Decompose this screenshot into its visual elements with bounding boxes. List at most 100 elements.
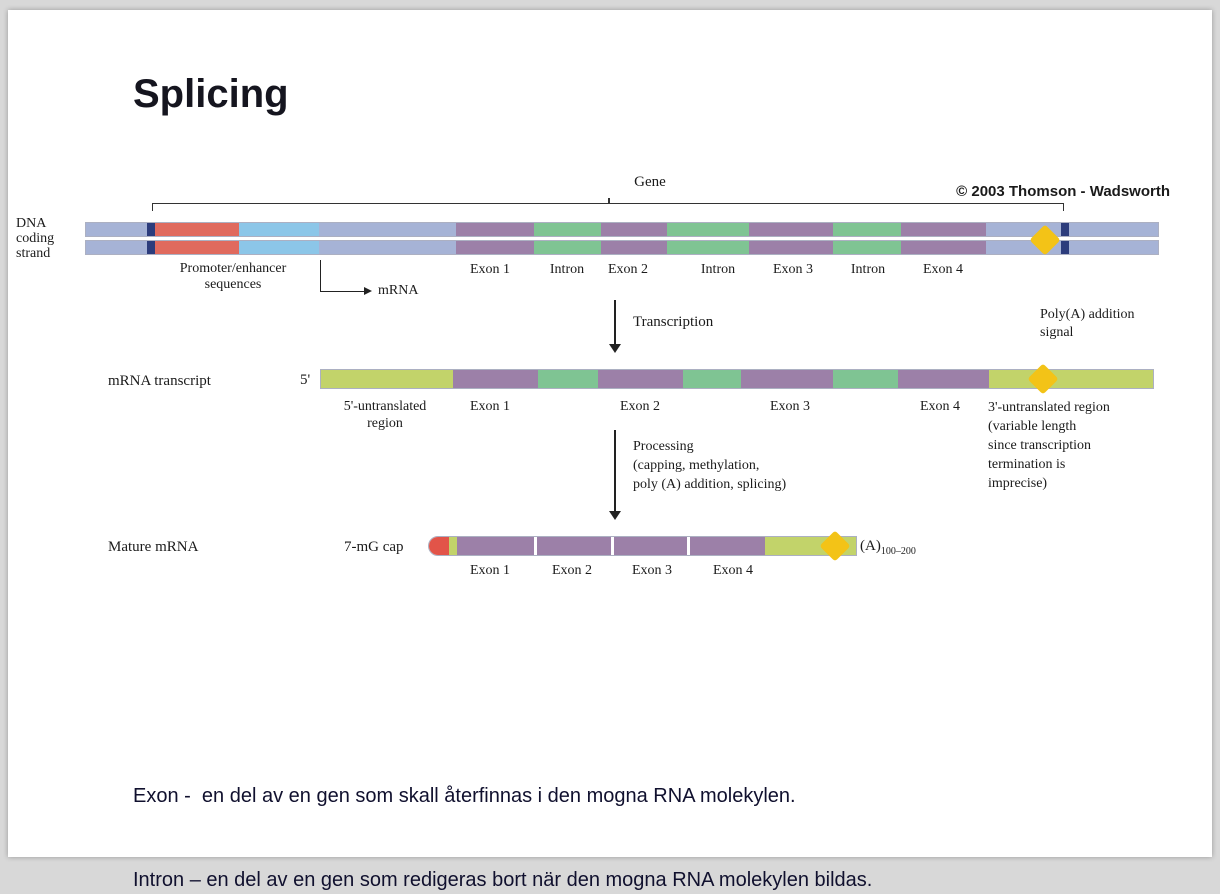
poly-a-tail-text: (A) [860,538,881,554]
strand-segment-white [687,537,690,555]
dna-strand-top [85,222,1159,237]
strand-segment-navy [1061,223,1069,236]
gene-bracket [152,198,1064,211]
strand-segment-exon [901,241,986,254]
strand-segment-exon [601,223,667,236]
strand-segment-intron [833,241,901,254]
strand-segment-backbone [319,223,456,236]
strand-segment-exon [456,241,534,254]
transcript-exon2-label: Exon 2 [619,399,661,414]
strand-segment-navy [147,241,155,254]
promoter-label: Promoter/enhancer sequences [180,261,287,293]
strand-segment-exon [598,370,683,388]
dna-double-strand [85,222,1159,255]
strand-segment-exon [741,370,833,388]
utr3-label-line: imprecise) [988,476,1048,491]
strand-segment-navy [147,223,155,236]
strand-segment-intron [534,223,601,236]
transcript-exon3-label: Exon 3 [769,399,811,414]
dna-strand-label: DNA coding strand [16,216,54,261]
promoter-label-line: Promoter/enhancer [179,261,287,276]
utr5-label-line: region [367,416,403,431]
utr3-label-line: since transcription [988,438,1092,453]
strand-segment-utr [321,370,453,388]
strand-segment-exon [614,537,687,555]
dna-strand-label-line: DNA [16,216,47,231]
strand-segment-backbone [86,241,147,254]
strand-segment-exon [749,241,833,254]
strand-segment-intron [667,241,749,254]
five-prime-label: 5' [300,372,311,388]
transcript-exon1-label: Exon 1 [469,399,511,414]
dna-intron-label: Intron [549,262,585,277]
promoter-label-line: sequences [204,277,262,292]
dna-exon1-label: Exon 1 [469,262,511,277]
utr3-label-line: 3'-untranslated region [988,400,1110,415]
mrna-pointer-arrow-icon [364,287,372,295]
strand-segment-exon [453,370,538,388]
transcription-label: Transcription [633,314,714,330]
utr5-label: 5'-untranslated region [344,398,427,432]
transcript-exon4-label: Exon 4 [919,399,961,414]
transcription-arrow [614,300,616,345]
intron-definition: Intron – en del av en gen som redigeras … [133,869,873,891]
strand-segment-exon [457,537,534,555]
mature-exon1-label: Exon 1 [469,563,511,578]
poly-a-signal-label: Poly(A) addition signal [1040,306,1135,342]
mrna-pointer-label: mRNA [378,283,419,298]
processing-label-line: (capping, methylation, [633,458,760,473]
strand-segment-promoter [155,241,239,254]
processing-label: Processing (capping, methylation, poly (… [633,437,786,494]
gene-bracket-nub [608,198,610,204]
poly-a-tail-subscript: 100–200 [880,546,916,557]
cap-label: 7-mG cap [344,539,404,555]
strand-segment-white [611,537,614,555]
strand-segment-exon [901,223,986,236]
poly-a-tail-label: (A)100–200 [860,538,916,560]
processing-arrowhead-icon [609,511,621,520]
strand-segment-intron [833,370,898,388]
dna-exon3-label: Exon 3 [772,262,814,277]
strand-segment-exon [749,223,833,236]
mature-mrna-bar [428,536,857,556]
copyright-text: © 2003 Thomson - Wadsworth [956,183,1170,200]
processing-label-line: Processing [633,439,694,454]
mature-exon4-label: Exon 4 [712,563,754,578]
strand-segment-enhancer [239,223,319,236]
page-title: Splicing [133,72,289,116]
strand-segment-enhancer [239,241,319,254]
strand-segment-intron [683,370,741,388]
strand-segment-exon [690,537,765,555]
strand-segment-utr [449,537,457,555]
strand-segment-intron [534,241,601,254]
processing-label-line: poly (A) addition, splicing) [633,477,787,492]
slide-background [8,10,1212,857]
utr3-label-line: (variable length [988,419,1077,434]
strand-segment-intron [538,370,598,388]
strand-segment-exon [456,223,534,236]
strand-segment-cap [429,537,449,555]
strand-segment-backbone [86,223,147,236]
strand-segment-backbone [1069,241,1158,254]
utr5-label-line: 5'-untranslated [343,399,427,414]
dna-exon4-label: Exon 4 [922,262,964,277]
exon-definition: Exon - en del av en gen som skall återfi… [133,785,796,807]
poly-a-signal-label-line: signal [1040,325,1074,340]
strand-segment-backbone [1069,223,1158,236]
mature-row-label: Mature mRNA [108,539,199,555]
transcription-arrowhead-icon [609,344,621,353]
strand-segment-backbone [319,241,456,254]
strand-segment-intron [833,223,901,236]
strand-segment-exon [601,241,667,254]
mature-exon3-label: Exon 3 [631,563,673,578]
transcript-row-label: mRNA transcript [108,373,211,389]
strand-segment-intron [667,223,749,236]
mrna-pointer-line [320,260,367,292]
poly-a-signal-label-line: Poly(A) addition [1040,307,1135,322]
dna-strand-bottom [85,240,1159,255]
dna-exon2-label: Exon 2 [607,262,649,277]
strand-segment-exon [898,370,989,388]
dna-strand-label-line: coding [16,231,55,246]
mature-exon2-label: Exon 2 [551,563,593,578]
